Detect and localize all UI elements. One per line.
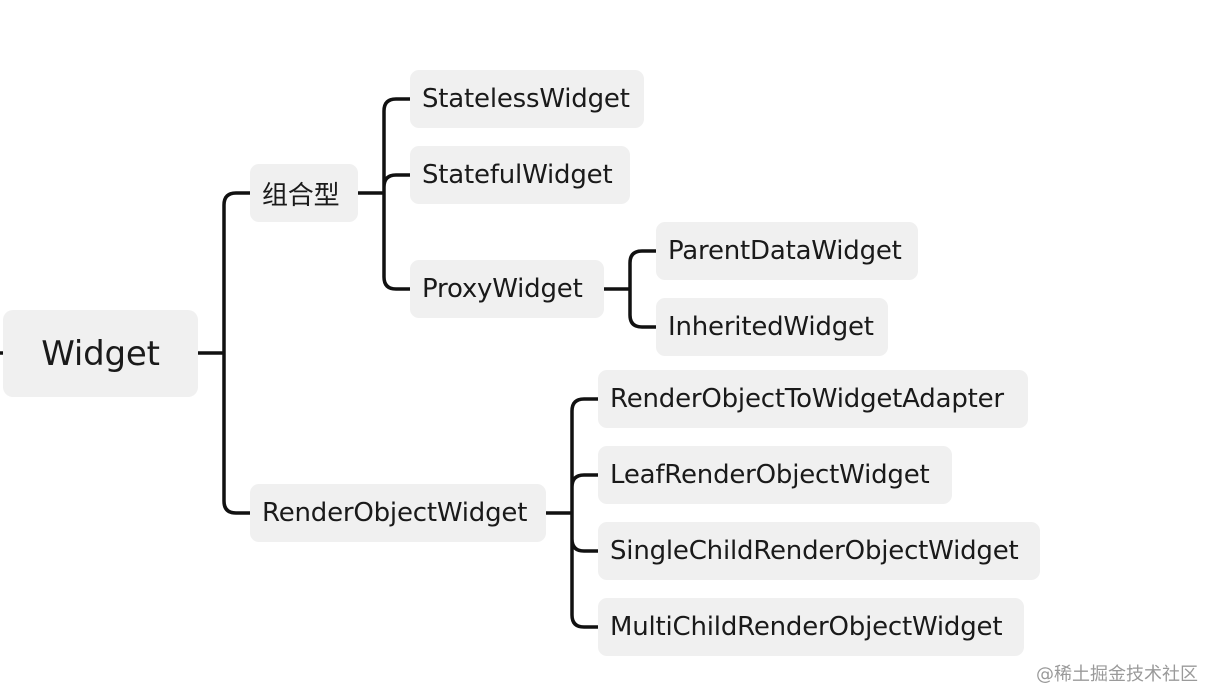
watermark: @稀土掘金技术社区 <box>1036 664 1198 685</box>
node-inherited-widget[interactable]: InheritedWidget <box>656 298 888 356</box>
node-label: LeafRenderObjectWidget <box>610 460 930 490</box>
node-composite[interactable]: 组合型 <box>250 164 358 222</box>
node-stateless-widget[interactable]: StatelessWidget <box>410 70 644 128</box>
node-proxy-widget[interactable]: ProxyWidget <box>410 260 604 318</box>
node-widget-root[interactable]: Widget <box>3 310 198 397</box>
node-label: ProxyWidget <box>422 274 583 304</box>
node-leaf-render-object-widget[interactable]: LeafRenderObjectWidget <box>598 446 952 504</box>
node-label: SingleChildRenderObjectWidget <box>610 536 1019 566</box>
node-single-child-render-object-widget[interactable]: SingleChildRenderObjectWidget <box>598 522 1040 580</box>
node-render-object-widget[interactable]: RenderObjectWidget <box>250 484 546 542</box>
node-label: ParentDataWidget <box>668 236 902 266</box>
node-label: 组合型 <box>262 180 340 211</box>
node-label: StatefulWidget <box>422 160 613 190</box>
node-label: MultiChildRenderObjectWidget <box>610 612 1003 642</box>
node-render-object-to-widget-adapter[interactable]: RenderObjectToWidgetAdapter <box>598 370 1028 428</box>
node-multi-child-render-object-widget[interactable]: MultiChildRenderObjectWidget <box>598 598 1024 656</box>
node-label: StatelessWidget <box>422 84 630 114</box>
node-parent-data-widget[interactable]: ParentDataWidget <box>656 222 918 280</box>
node-label: Widget <box>41 333 160 374</box>
node-label: RenderObjectWidget <box>262 498 528 528</box>
node-label: InheritedWidget <box>668 312 874 342</box>
node-label: RenderObjectToWidgetAdapter <box>610 384 1004 414</box>
connector-proxy <box>602 249 658 329</box>
connector-render <box>544 397 600 629</box>
connector-root <box>196 191 252 515</box>
node-stateful-widget[interactable]: StatefulWidget <box>410 146 630 204</box>
connector-composite <box>356 97 412 291</box>
